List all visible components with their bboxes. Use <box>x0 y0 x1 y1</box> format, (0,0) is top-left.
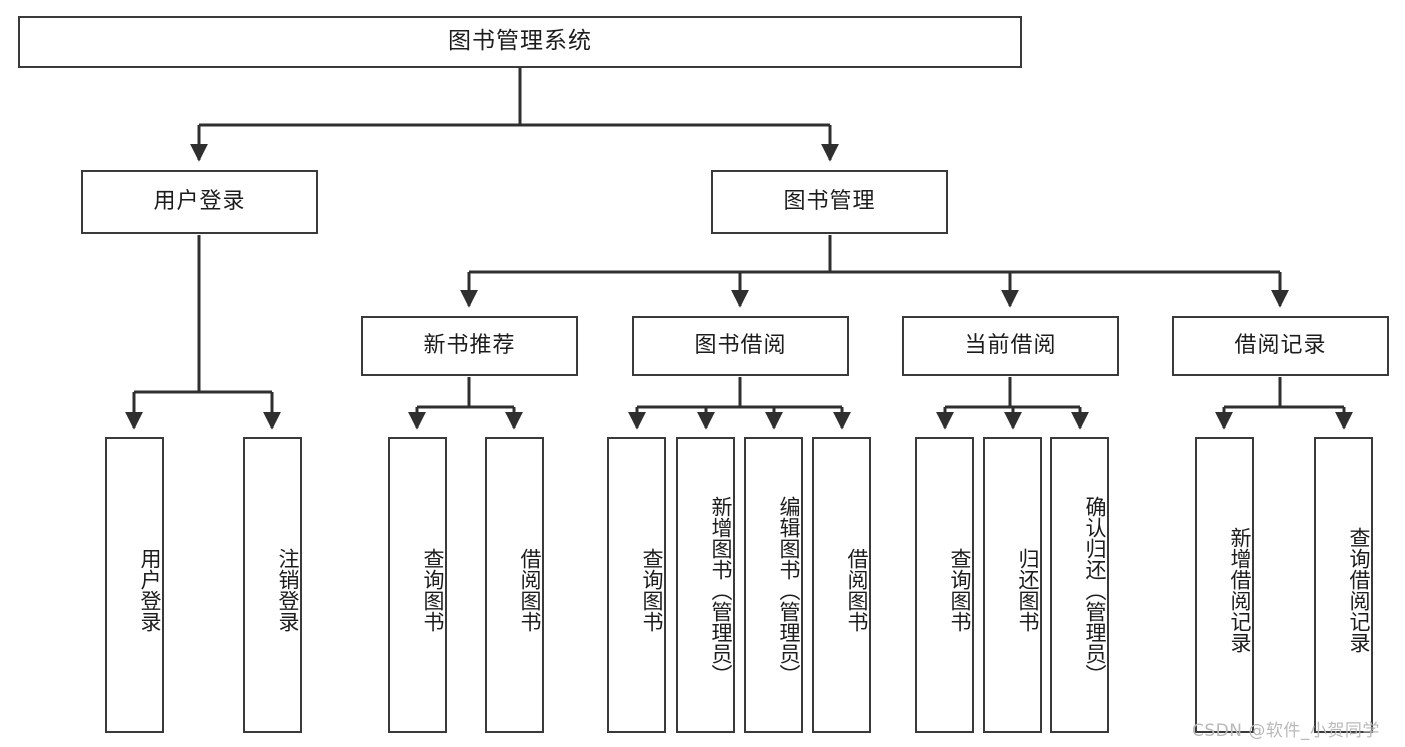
node-leaf-confirm-return[interactable]: 确认归还（管理员） <box>1050 437 1109 733</box>
node-leaf-add-book[interactable]: 新增图书（管理员） <box>676 437 735 733</box>
node-leaf-query-book-3[interactable]: 查询图书 <box>915 437 974 733</box>
node-leaf-query-book-2[interactable]: 查询图书 <box>607 437 666 733</box>
node-borrow-record[interactable]: 借阅记录 <box>1172 316 1389 376</box>
node-current-borrow[interactable]: 当前借阅 <box>902 316 1119 376</box>
node-book-borrow[interactable]: 图书借阅 <box>632 316 849 376</box>
node-leaf-add-record[interactable]: 新增借阅记录 <box>1195 437 1254 733</box>
node-leaf-query-record[interactable]: 查询借阅记录 <box>1314 437 1373 733</box>
node-leaf-query-book-1[interactable]: 查询图书 <box>388 437 447 733</box>
node-leaf-logout[interactable]: 注销登录 <box>243 437 302 733</box>
node-leaf-borrow-book-2[interactable]: 借阅图书 <box>812 437 871 733</box>
node-leaf-user-login[interactable]: 用户登录 <box>105 437 164 733</box>
node-new-book-recommend[interactable]: 新书推荐 <box>361 316 578 376</box>
node-user-login[interactable]: 用户登录 <box>81 170 318 234</box>
node-leaf-edit-book[interactable]: 编辑图书（管理员） <box>744 437 803 733</box>
node-leaf-borrow-book-1[interactable]: 借阅图书 <box>485 437 544 733</box>
csdn-watermark: CSDN @软件_小贺同学 <box>1192 721 1380 741</box>
node-book-management[interactable]: 图书管理 <box>711 170 948 234</box>
node-leaf-return-book[interactable]: 归还图书 <box>983 437 1042 733</box>
node-root-system[interactable]: 图书管理系统 <box>18 16 1022 68</box>
